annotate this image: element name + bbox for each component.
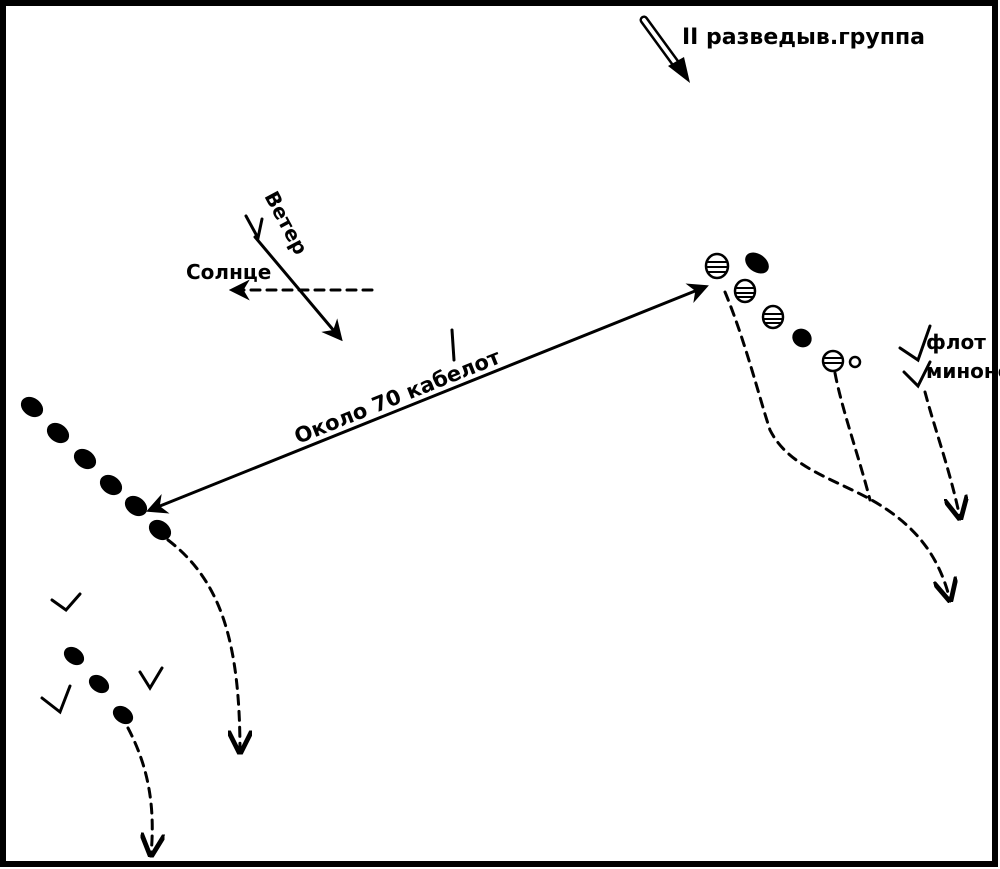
ship-marker [63,646,85,666]
ship-marker [745,252,769,274]
ship-marker [761,304,785,330]
ship-marker [821,349,845,373]
ship-marker [792,328,812,348]
right-column [704,252,862,373]
left-column [20,396,172,541]
left-destroyer-group [40,592,164,725]
fleet-label-bottom: миноносцев [926,359,1000,383]
destroyer-marker [50,592,82,613]
wind-label: Ветер [260,187,313,259]
left-column-course [166,538,240,752]
destroyer-marker [898,324,932,363]
ship-marker [148,519,172,541]
sun-label: Солнце [186,260,271,284]
ship-marker [733,278,757,304]
fleet-label-top: флот [926,330,986,354]
right-destroyer-course [923,390,960,518]
distance-label: Около 70 кабелот [291,345,504,449]
left-destroyer-course [126,726,152,855]
right-destroyer-group [898,324,932,389]
ship-marker [124,495,148,517]
distance-tick [450,328,456,362]
ship-marker [46,422,70,444]
recon-group-arrow [639,15,690,83]
ship-marker [73,448,97,470]
ship-marker [848,355,862,369]
right-rear-course [833,371,872,502]
destroyer-marker [902,360,932,389]
ship-marker [20,396,44,418]
ship-marker [88,674,110,694]
ship-marker [704,252,730,280]
right-column-course [723,290,950,600]
destroyer-marker [40,684,72,715]
destroyer-marker [138,666,164,691]
ship-marker [99,474,123,496]
ship-marker [112,705,134,725]
distance-line [146,283,709,514]
recon-group-label: II разведыв.группа [682,25,925,50]
